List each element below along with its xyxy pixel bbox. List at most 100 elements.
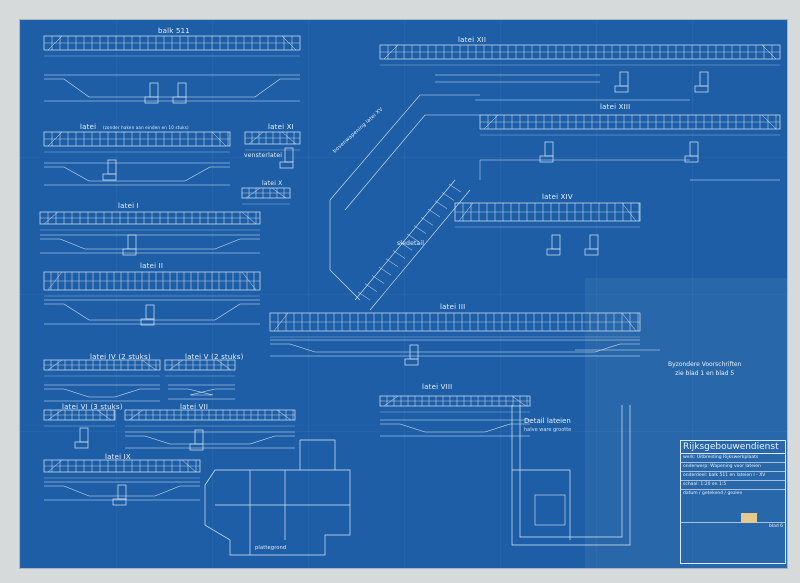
section-latei [102, 173, 117, 181]
diagonal-stirrup [392, 250, 406, 259]
beam-latei-v-bent-bar [216, 359, 232, 371]
title-row: datum / getekend / gezien [681, 490, 785, 523]
bar-schedule-xii [435, 74, 690, 101]
section-latei-ix [117, 484, 127, 500]
label-latei-xi: latei XI [268, 123, 294, 131]
label-latei-xiii: latei XIII [600, 103, 631, 111]
label-plattegrond: plattegrond [255, 545, 287, 551]
beam-latei-xiii-bent-bar [761, 114, 777, 130]
label-latei-iv: latei IV (2 stuks) [90, 353, 151, 361]
section-latei [107, 159, 117, 175]
section-latei-xiii [684, 155, 699, 163]
diagonal-stirrup [364, 283, 378, 292]
section-latei-ix [112, 498, 127, 506]
note-line-1: Byzondere Voorschriften [668, 361, 742, 368]
beam-latei-vi-bent-bar [96, 409, 112, 421]
section-latei-i [127, 234, 137, 250]
label-latei-vi: latei VI (3 stuks) [62, 403, 123, 411]
section-latei-iii [404, 358, 419, 366]
detail-subtitle: halve ware grootte [524, 427, 572, 433]
diagonal-stirrup [427, 208, 441, 218]
section-latei-vi [79, 427, 89, 443]
beam-latei-bent-bar [47, 131, 63, 147]
label-latei-ii: latei II [140, 262, 164, 270]
beam-latei-vii-bent-bar [128, 409, 144, 421]
beam-latei-viii-bent-bar [383, 395, 399, 407]
title-row: onderwerp: Wapening voor lateien [681, 463, 785, 472]
section-latei-xiv [589, 234, 599, 250]
beam-latei-vi-bent-bar [47, 409, 63, 421]
section-latei-xiii [544, 141, 554, 157]
diagonal-stirrup [371, 275, 385, 284]
title-row-sheet: blad 6 [768, 524, 783, 529]
diagonal-stirrup [434, 200, 448, 209]
diagonal-bar [329, 94, 480, 211]
elevation-latei-ix [44, 481, 200, 501]
label-latei-x: latei X [262, 180, 283, 187]
section-latei-ii [145, 304, 155, 320]
beam-latei-i-bent-bar [43, 211, 59, 225]
elevation-latei-iii [270, 339, 640, 357]
section-latei-xiii [539, 155, 554, 163]
title-block-org: Rijksgebouwendienst [681, 441, 785, 454]
diagonal-stirrup [357, 291, 371, 301]
detail-lateien-outline [511, 405, 631, 546]
section-balk [149, 82, 159, 98]
diagonal-stirrup [378, 266, 392, 276]
diagonal-stirrup [399, 241, 413, 251]
beam-latei-xii-bent-bar [761, 44, 777, 60]
section-latei-vi [74, 441, 89, 449]
label-latei-xii: latei XII [458, 36, 487, 44]
section-balk [144, 96, 159, 104]
section-latei-xiv [551, 234, 561, 250]
label-latei-v: latei V (2 stuks) [185, 353, 244, 361]
elevation-latei-i [40, 234, 260, 254]
note-line-2: zie blad 1 en blad 5 [675, 370, 735, 377]
beam-latei-v-bent-bar [168, 359, 184, 371]
section-latei-vii [189, 443, 204, 451]
diagonal-stirrup [420, 217, 434, 226]
label-latei-ix: latei IX [105, 453, 131, 461]
diagonal-stirrup [441, 192, 455, 201]
diagonal-stirrup [413, 225, 427, 234]
elevation-latei-ii [44, 299, 260, 325]
label-sledetail: sledetail [397, 240, 425, 247]
label-latei: latei [80, 123, 97, 131]
section-latei-i [122, 248, 137, 256]
special-regulations-note: Byzondere Voorschriften zie blad 1 en bl… [668, 360, 741, 378]
beam-balk-511-bent-bar [47, 35, 63, 51]
beam-latei-iii-bent-bar [621, 312, 637, 332]
beam-latei-xiii-bent-bar [483, 114, 499, 130]
diagonal-stirrup [385, 258, 399, 268]
section-latei-xiii [689, 141, 699, 157]
label-balk: balk 511 [158, 27, 190, 35]
elevation-latei [44, 162, 230, 186]
elevation-latei-vii [125, 431, 295, 449]
detail-lateien: Detail lateien halve ware grootte [524, 417, 571, 435]
beam-latei-ix-bent-bar [181, 459, 197, 473]
beam-latei-xiv-bent-bar [458, 202, 474, 222]
section-latei-xiv [546, 248, 561, 256]
diagonal-beam [329, 179, 471, 311]
label-latei-viii: latei VIII [422, 383, 453, 391]
label-latei-xiv: latei XIV [542, 193, 573, 201]
bar-schedule-xiii [479, 159, 780, 181]
stamp [741, 513, 757, 523]
beam-latei-iii-bent-bar [273, 312, 289, 332]
section-latei-xiv [584, 248, 599, 256]
diagonal-stirrup [406, 233, 420, 243]
beam-latei-x-bent-bar [245, 187, 261, 199]
beam-latei-x-bent-bar [271, 187, 287, 199]
beam-latei-viii-bent-bar [511, 395, 527, 407]
diagonal-stirrup [448, 183, 462, 193]
beam-latei-xii-bent-bar [383, 44, 399, 60]
beam-latei-ii-bent-bar [241, 271, 257, 291]
beam-latei-i-bent-bar [241, 211, 257, 225]
title-row: werk: Uitbreiding Rijkswerkplaats [681, 454, 785, 463]
elevation-balk-511 [44, 74, 300, 102]
label-latei-note: (zonder haken aan einden en 10 stuks) [103, 125, 189, 130]
beam-latei-bent-bar [211, 131, 227, 147]
label-vensterlatei: vensterlatei [244, 152, 283, 159]
section-latei-xii [614, 85, 629, 93]
section-balk [172, 96, 187, 104]
